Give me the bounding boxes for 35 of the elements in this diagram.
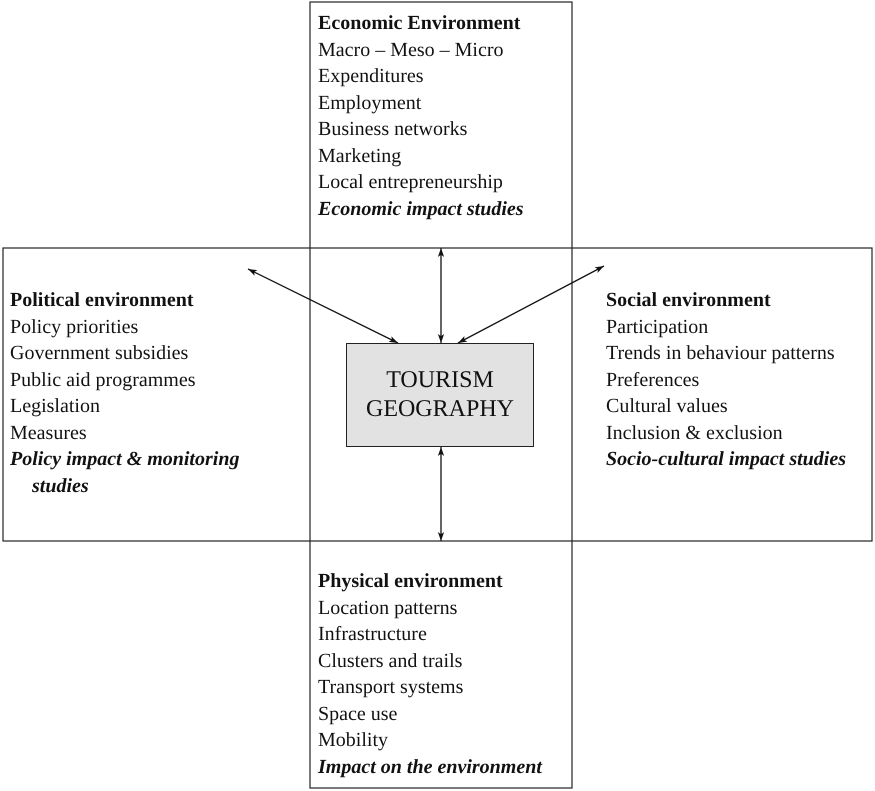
list-item: Mobility xyxy=(318,728,390,753)
list-item: Public aid programmes xyxy=(10,368,197,392)
double-arrow xyxy=(458,265,604,344)
list-item: Preferences xyxy=(606,368,700,392)
list-item: Local entrepreneurship xyxy=(318,170,504,195)
list-item: Clusters and trails xyxy=(318,648,464,674)
double-arrow xyxy=(438,447,444,541)
center-box: TOURISM GEOGRAPHY xyxy=(346,343,534,447)
list-item: Government subsidies xyxy=(10,341,190,366)
study-note: Socio-cultural impact studies xyxy=(606,447,848,472)
list-item: Trends in behaviour patterns xyxy=(606,341,836,366)
panel-heading: Political environment xyxy=(10,288,194,313)
list-item: Measures xyxy=(10,420,88,446)
list-item: Marketing xyxy=(318,144,402,168)
list-item: Inclusion & exclusion xyxy=(606,420,784,446)
list-item: Business networks xyxy=(318,117,468,142)
study-note: Impact on the environment xyxy=(318,754,544,780)
double-arrow xyxy=(438,248,444,343)
double-arrow xyxy=(248,268,398,344)
panel-heading: Physical environment xyxy=(318,569,504,594)
list-item: Participation xyxy=(606,314,710,340)
panel-heading: Economic Environment xyxy=(318,11,522,36)
study-note: Policy impact & monitoring studies xyxy=(10,447,240,498)
panel-heading: Social environment xyxy=(606,288,772,313)
list-item: Space use xyxy=(318,702,398,726)
list-item: Macro – Meso – Micro xyxy=(318,38,505,62)
list-item: Expenditures xyxy=(318,64,425,89)
list-item: Cultural values xyxy=(606,394,729,419)
list-item: Location patterns xyxy=(318,596,458,620)
list-item: Transport systems xyxy=(318,675,464,700)
list-item: Employment xyxy=(318,90,422,116)
list-item: Policy priorities xyxy=(10,314,140,340)
study-note: Economic impact studies xyxy=(318,196,525,222)
list-item: Legislation xyxy=(10,394,101,419)
list-item: Infrastructure xyxy=(318,622,428,647)
